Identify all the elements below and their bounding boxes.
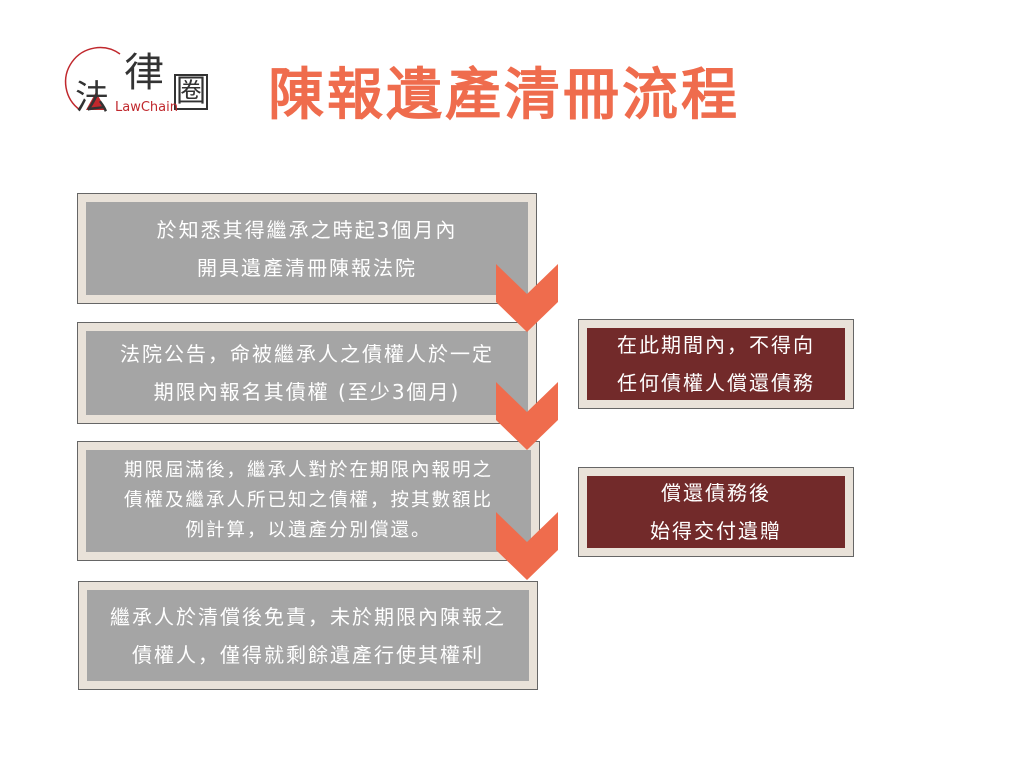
- logo-char-quan: 圈: [174, 74, 208, 110]
- step-3-line-2: 債權及繼承人所已知之債權，按其數額比: [123, 490, 493, 511]
- chevron-down-icon: [496, 512, 558, 580]
- logo-char-fa: 法: [75, 78, 109, 118]
- step-1: 於知悉其得繼承之時起3個月內開具遺產清冊陳報法院: [77, 193, 537, 304]
- step-2-line-2: 期限內報名其債權 (至少3個月): [153, 380, 461, 404]
- logo-circle-icon: [64, 46, 121, 111]
- step-1-line-2: 開具遺產清冊陳報法院: [197, 255, 417, 280]
- logo-brand: LawChain: [115, 100, 178, 115]
- step-4-line-1: 繼承人於清償後免責，未於期限內陳報之: [110, 604, 506, 629]
- step-3-line-3: 例計算，以遺產分別償還。: [185, 520, 432, 541]
- chevron-down-icon: [496, 264, 558, 332]
- chevron-down-icon: [496, 382, 558, 450]
- page-title: 陳報遺產清冊流程: [268, 63, 740, 128]
- note-2-line-1: 償還債務後: [661, 481, 771, 505]
- note-1-line-1: 在此期間內，不得向: [617, 333, 815, 357]
- logo: 法 律 圈 LawChain: [50, 42, 215, 118]
- note-1-line-2: 任何債權人償還債務: [617, 371, 815, 395]
- step-1-line-1: 於知悉其得繼承之時起3個月內: [156, 217, 458, 242]
- step-3: 期限屆滿後，繼承人對於在期限內報明之債權及繼承人所已知之債權，按其數額比例計算，…: [77, 441, 540, 561]
- step-2: 法院公告，命被繼承人之債權人於一定期限內報名其債權 (至少3個月): [77, 322, 537, 424]
- logo-char-lu: 律: [124, 50, 164, 96]
- step-2-line-1: 法院公告，命被繼承人之債權人於一定: [120, 342, 494, 366]
- note-1: 在此期間內，不得向任何債權人償還債務: [578, 319, 854, 409]
- step-3-line-1: 期限屆滿後，繼承人對於在期限內報明之: [123, 460, 493, 481]
- note-2: 償還債務後始得交付遺贈: [578, 467, 854, 557]
- step-4: 繼承人於清償後免責，未於期限內陳報之債權人，僅得就剩餘遺產行使其權利: [78, 581, 538, 690]
- note-2-line-2: 始得交付遺贈: [650, 519, 782, 543]
- step-4-line-2: 債權人，僅得就剩餘遺產行使其權利: [132, 642, 484, 667]
